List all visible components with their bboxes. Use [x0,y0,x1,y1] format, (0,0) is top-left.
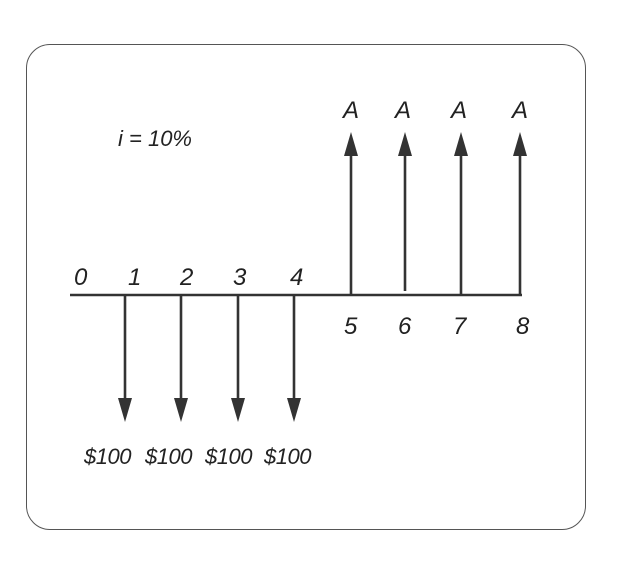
outflow-arrow-4 [287,295,301,422]
period-label-7: 7 [453,313,468,340]
outflow-amount-3: $100 [204,444,253,469]
inflow-amount-5: A [341,97,359,124]
diagram-frame [26,44,586,530]
outflow-amount-2: $100 [144,444,193,469]
interest-rate-label: i = 10% [118,126,192,151]
inflow-amount-7: A [449,97,467,124]
period-label-0: 0 [74,264,88,291]
outflow-arrow-1 [118,295,132,422]
inflow-arrow-6 [398,132,412,291]
outflow-amount-1: $100 [83,444,132,469]
inflow-amount-6: A [393,97,411,124]
period-label-8: 8 [516,313,530,340]
outflow-arrow-2 [174,295,188,422]
period-label-5: 5 [344,313,358,340]
outflow-amount-4: $100 [263,444,312,469]
inflow-arrow-5 [344,132,358,295]
period-label-6: 6 [398,313,412,340]
period-label-4: 4 [290,264,303,291]
period-label-3: 3 [233,264,247,291]
inflow-amount-8: A [510,97,528,124]
inflow-arrow-8 [513,132,527,295]
period-label-2: 2 [179,264,193,291]
period-label-1: 1 [128,264,141,291]
inflow-arrow-7 [454,132,468,295]
outflow-arrow-3 [231,295,245,422]
